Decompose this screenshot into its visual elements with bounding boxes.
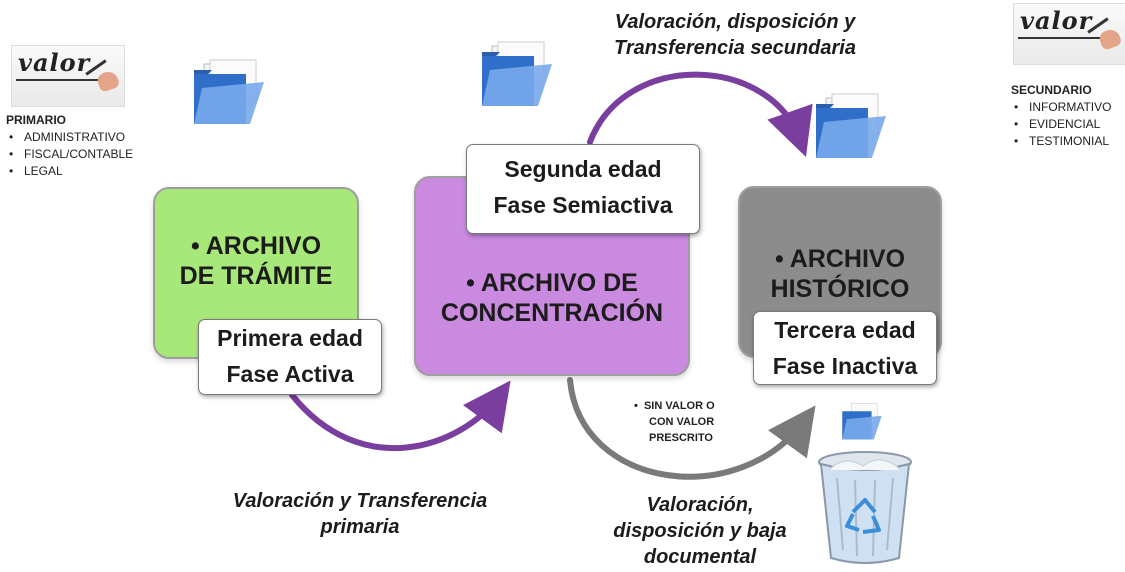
stage-age-label: Tercera edad — [774, 317, 916, 343]
stage-phase-label: Fase Semiactiva — [493, 192, 673, 218]
no-value-note-line: • SIN VALOR O — [634, 400, 715, 412]
stage-title-line: • ARCHIVO — [774, 245, 906, 273]
stage-tag-tercera-edad: Tercera edad Fase Inactiva — [753, 311, 937, 385]
folder-icon — [816, 93, 886, 158]
primary-value-heading: PRIMARIO — [6, 113, 66, 127]
stage-tag-primera-edad: Primera edad Fase Activa — [198, 319, 382, 395]
stage-title-line: • ARCHIVO — [190, 232, 322, 260]
secondary-value-item: INFORMATIVO — [1011, 99, 1123, 116]
arrow-disposal — [567, 377, 816, 480]
recycle-bin-icon — [818, 451, 912, 564]
caption-primary-transfer: Valoración y Transferencia primaria — [195, 488, 525, 540]
no-value-note-line: CON VALOR — [649, 416, 715, 428]
caption-line: documental — [643, 546, 757, 568]
no-value-note: • SIN VALOR O CON VALOR PRESCRITO — [634, 398, 754, 446]
folder-icon — [194, 59, 264, 124]
arrow-secondary-transfer — [587, 71, 813, 157]
caption-line: Valoración y Transferencia — [232, 490, 488, 512]
stage-phase-label: Fase Activa — [226, 361, 354, 387]
stage-title-line: DE TRÁMITE — [179, 262, 333, 290]
secondary-value-item: EVIDENCIAL — [1011, 116, 1123, 133]
caption-line: Transferencia secundaria — [614, 37, 856, 59]
secondary-value-list: SECUNDARIO INFORMATIVO EVIDENCIAL TESTIM… — [1011, 82, 1123, 150]
primary-value-item: LEGAL — [6, 163, 156, 180]
primary-value-item: ADMINISTRATIVO — [6, 129, 156, 146]
stage-age-label: Primera edad — [217, 325, 363, 351]
caption-line: Valoración, — [646, 494, 754, 516]
caption-line: primaria — [320, 516, 400, 538]
valor-logo-word: valor — [1020, 6, 1093, 35]
stage-tag-segunda-edad: Segunda edad Fase Semiactiva — [466, 144, 700, 234]
no-value-note-line: PRESCRITO — [649, 432, 713, 444]
valor-logo-right: valor — [1013, 3, 1125, 65]
secondary-value-item: TESTIMONIAL — [1011, 133, 1123, 150]
caption-secondary-transfer: Valoración, disposición y Transferencia … — [570, 9, 900, 61]
folder-icon — [842, 403, 882, 440]
arrow-primary-transfer — [289, 380, 511, 451]
caption-line: disposición y baja — [613, 520, 787, 542]
valor-logo-left: valor — [11, 45, 125, 107]
secondary-value-heading: SECUNDARIO — [1011, 83, 1092, 97]
folder-icon — [482, 41, 552, 106]
stage-age-label: Segunda edad — [504, 156, 662, 182]
primary-value-item: FISCAL/CONTABLE — [6, 146, 156, 163]
primary-value-list: PRIMARIO ADMINISTRATIVO FISCAL/CONTABLE … — [6, 112, 156, 180]
caption-disposal: Valoración, disposición y baja documenta… — [585, 492, 815, 570]
stage-title-line: • ARCHIVO DE — [466, 269, 638, 297]
valor-logo-word: valor — [18, 48, 91, 77]
caption-line: Valoración, disposición y — [614, 11, 856, 33]
stage-title-line: CONCENTRACIÓN — [440, 299, 664, 327]
stage-title-line: HISTÓRICO — [770, 275, 910, 303]
stage-phase-label: Fase Inactiva — [772, 353, 918, 379]
